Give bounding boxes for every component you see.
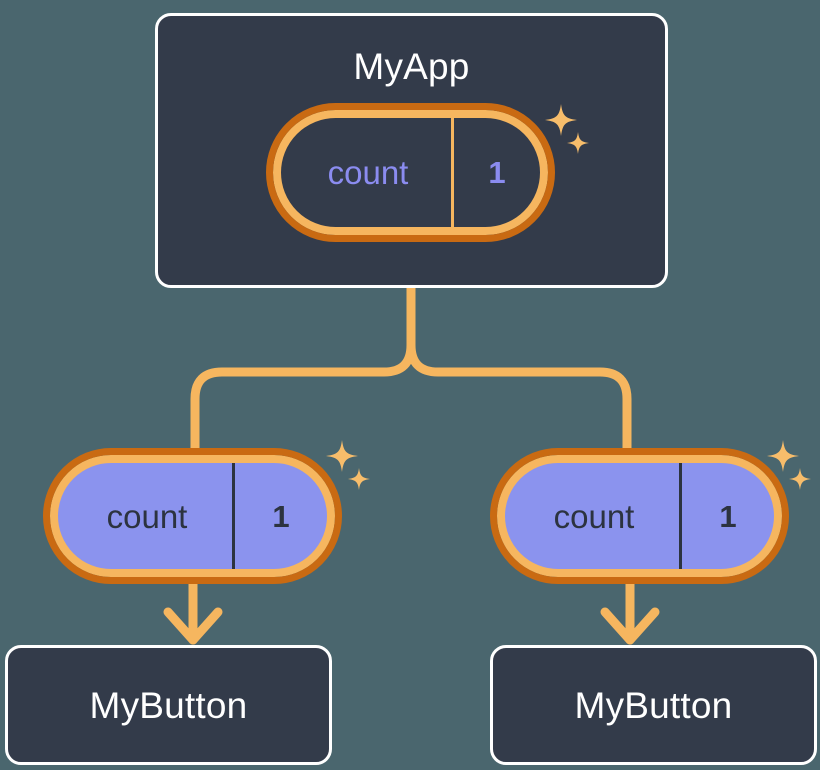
- root-state-key: count: [327, 154, 409, 191]
- root-state-value: 1: [451, 118, 540, 227]
- branch-right-state-key: count: [553, 497, 635, 535]
- root-state-pill[interactable]: count 1: [266, 103, 555, 242]
- sparkle-icon: [326, 440, 370, 490]
- child-component-card-left[interactable]: MyButton: [5, 645, 332, 765]
- branch-right-state-pill[interactable]: count 1: [490, 448, 789, 584]
- child-component-title-right: MyButton: [574, 684, 733, 726]
- child-component-card-right[interactable]: MyButton: [490, 645, 817, 765]
- arrow-head-left: [163, 607, 223, 645]
- branch-left-state-value: 1: [232, 463, 327, 569]
- branch-left-state-key: count: [106, 497, 188, 535]
- child-component-title-left: MyButton: [89, 684, 248, 726]
- branch-left-state-pill[interactable]: count 1: [43, 448, 342, 584]
- branch-right-state-value: 1: [679, 463, 774, 569]
- root-component-title: MyApp: [353, 46, 470, 87]
- connector-branch-left: [190, 340, 416, 460]
- arrow-head-right: [600, 607, 660, 645]
- connector-branch-right: [406, 340, 632, 460]
